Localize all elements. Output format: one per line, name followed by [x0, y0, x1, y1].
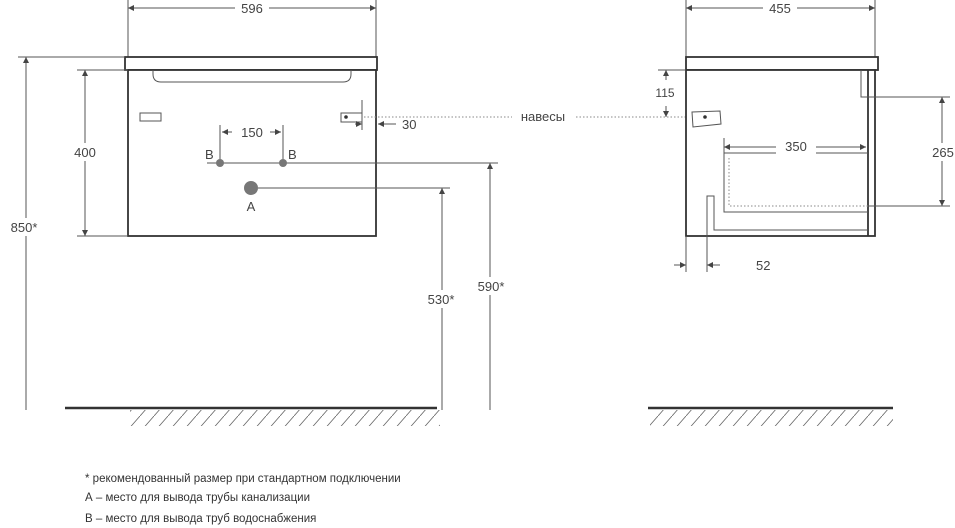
cabinet-front — [127, 69, 377, 237]
drain-height-dimension: 530* — [428, 292, 455, 307]
side-view: 455 115 350 265 52 — [648, 0, 955, 426]
label-b-right: B — [288, 147, 297, 162]
front-view: 596 850* 400 150 30 B B — [4, 0, 510, 426]
label-a: A — [247, 199, 256, 214]
label-b-left: B — [205, 147, 214, 162]
hinge-offset-dimension: 30 — [402, 117, 416, 132]
total-height-dimension: 850* — [11, 220, 38, 235]
back-offset-dimension: 52 — [756, 258, 770, 273]
note-recommended: * рекомендованный размер при стандартном… — [85, 473, 401, 485]
water-pipe-hole-right — [279, 159, 287, 167]
pipe-spacing-dimension: 150 — [241, 125, 263, 140]
handle — [152, 70, 352, 83]
hinge-plate — [691, 110, 722, 128]
drawer-depth-dimension: 350 — [785, 139, 807, 154]
countertop — [124, 56, 378, 71]
hinge-height-dimension: 115 — [655, 86, 674, 100]
hinge-left — [139, 112, 162, 122]
body-height-dimension: 400 — [74, 145, 96, 160]
water-pipe-hole-left — [216, 159, 224, 167]
note-water: В – место для вывода труб водоснабжения — [85, 513, 316, 525]
drain-hole — [244, 181, 258, 195]
depth-dimension: 455 — [769, 1, 791, 16]
note-drain: А – место для вывода трубы канализации — [85, 492, 310, 504]
countertop-side — [685, 56, 879, 71]
drawer-height-dimension: 265 — [932, 145, 954, 160]
width-dimension: 596 — [241, 1, 263, 16]
hinges-label: навесы — [521, 109, 565, 124]
water-height-dimension: 590* — [478, 279, 505, 294]
